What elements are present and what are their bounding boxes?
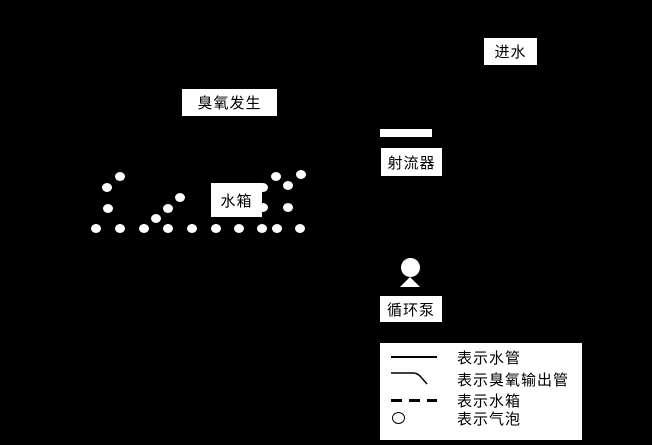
legend-label: 表示臭氧输出管 (457, 371, 570, 389)
bubble-icon (257, 223, 267, 233)
bubble-icon (163, 203, 173, 213)
bubble-icon (103, 203, 113, 213)
jet-device-label: 射流器 (381, 148, 442, 176)
bubble-icon (211, 223, 221, 233)
legend-item-water-tank: 表示水箱 (380, 390, 582, 410)
bubble-icon (151, 213, 161, 223)
legend-box: 表示水管 表示臭氧输出管 表示水箱 表示气泡 (380, 343, 582, 440)
bubble-icon (115, 223, 125, 233)
legend-item-water-pipe: 表示水管 (380, 347, 582, 367)
circulation-pump-label: 循环泵 (380, 296, 442, 322)
bubble-icon (258, 182, 268, 192)
legend-label: 表示气泡 (457, 410, 522, 428)
bubble-icon (163, 223, 173, 233)
legend-label: 表示水管 (457, 349, 522, 367)
legend-item-bubble: 表示气泡 (380, 408, 582, 428)
water-inlet-label: 进水 (484, 38, 537, 65)
bent-line-icon (391, 369, 437, 389)
jet-device-icon (380, 129, 432, 137)
bubble-icon (91, 223, 101, 233)
bubble-icon (139, 223, 149, 233)
legend-label: 表示水箱 (457, 392, 522, 410)
bubble-icon (271, 171, 281, 181)
bubble-icon (102, 182, 112, 192)
bubble-icon (283, 202, 293, 212)
bubble-icon (283, 180, 293, 190)
bubble-icon (272, 223, 282, 233)
bubble-icon (115, 171, 125, 181)
bubble-icon (175, 192, 185, 202)
bubble-icon (296, 169, 306, 179)
circle-outline-icon (391, 408, 437, 428)
solid-line-icon (391, 347, 437, 367)
bubble-icon (258, 202, 268, 212)
pump-triangle-icon (400, 277, 420, 287)
bubble-icon (295, 223, 305, 233)
legend-item-ozone-pipe: 表示臭氧输出管 (380, 369, 582, 389)
ozone-generator-label: 臭氧发生 (182, 89, 277, 116)
water-tank-label: 水箱 (211, 183, 262, 217)
pump-icon (401, 258, 420, 277)
bubble-icon (234, 223, 244, 233)
dashed-line-icon (391, 390, 437, 410)
bubble-icon (187, 223, 197, 233)
